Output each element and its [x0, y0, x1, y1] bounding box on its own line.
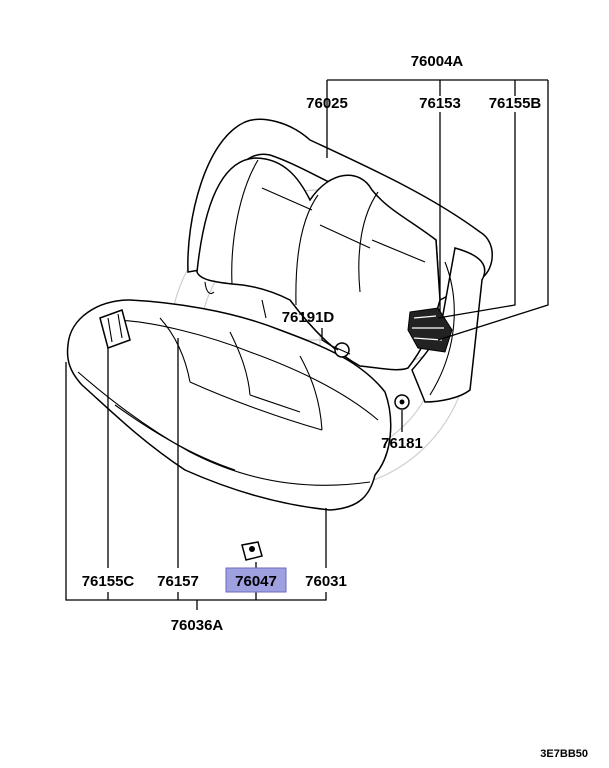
bolt-part — [331, 342, 351, 358]
label-76025[interactable]: 76025 — [306, 95, 348, 112]
rear-seat-cushion — [66, 299, 392, 511]
seatback-hinge-bracket — [407, 307, 453, 353]
label-76004A[interactable]: 76004A — [411, 53, 464, 70]
label-76155B[interactable]: 76155B — [489, 95, 542, 112]
leader-lines — [65, 79, 549, 610]
label-76157[interactable]: 76157 — [157, 573, 199, 590]
label-76155C[interactable]: 76155C — [82, 573, 135, 590]
label-76181[interactable]: 76181 — [381, 435, 423, 452]
bolt-part-lower — [394, 394, 410, 410]
highlight-box — [225, 567, 287, 593]
label-76191D[interactable]: 76191D — [282, 309, 335, 326]
clip-part — [241, 541, 263, 561]
cushion-bracket — [99, 309, 131, 349]
label-76031[interactable]: 76031 — [305, 573, 347, 590]
drawing-code: 3E7BB50 — [540, 748, 588, 760]
label-76036A[interactable]: 76036A — [171, 617, 224, 634]
label-76047[interactable]: 76047 — [235, 573, 277, 590]
label-76153[interactable]: 76153 — [419, 95, 461, 112]
